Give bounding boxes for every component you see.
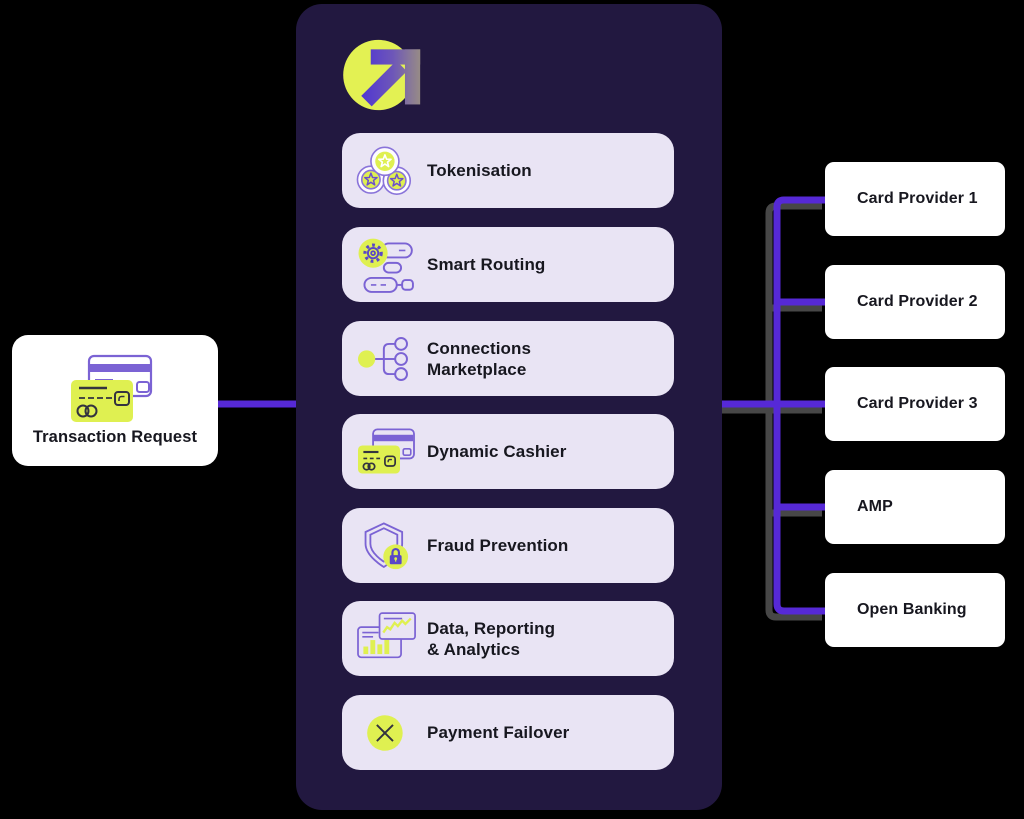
provider-label: Card Provider 3 (857, 395, 978, 412)
feature-card-tokenisation: Tokenisation (342, 133, 674, 208)
transaction-request-label: Transaction Request (32, 428, 198, 446)
provider-card-3: Card Provider 3 (825, 367, 1005, 441)
provider-card-1: Card Provider 1 (825, 162, 1005, 236)
feature-label-line1: Dynamic Cashier (427, 442, 567, 461)
provider-connector-lines (716, 196, 830, 615)
feature-label-line1: Smart Routing (427, 255, 546, 274)
feature-card-fraud-prevention: Fraud Prevention (342, 508, 674, 583)
payment-cards-icon (352, 423, 420, 481)
provider-card-open-banking: Open Banking (825, 573, 1005, 647)
credit-cards-icon (71, 354, 153, 422)
provider-label: Open Banking (857, 601, 967, 618)
token-coins-icon (352, 142, 420, 200)
shield-lock-icon (352, 517, 420, 575)
charts-icon (352, 610, 420, 668)
network-branch-icon (352, 330, 420, 388)
provider-label: AMP (857, 498, 893, 515)
feature-card-data-reporting-analytics: Data, Reporting & Analytics (342, 601, 674, 676)
feature-card-smart-routing: Smart Routing (342, 227, 674, 302)
feature-label-line1: Data, Reporting (427, 618, 556, 638)
feature-label-line2: Marketplace (427, 359, 527, 379)
gear-routing-icon (352, 236, 420, 294)
feature-card-dynamic-cashier: Dynamic Cashier (342, 414, 674, 489)
provider-card-amp: AMP (825, 470, 1005, 544)
feature-card-payment-failover: Payment Failover (342, 695, 674, 770)
provider-label: Card Provider 1 (857, 190, 978, 207)
cross-circle-icon (352, 704, 420, 762)
feature-card-connections-marketplace: Connections Marketplace (342, 321, 674, 396)
feature-label-line2: & Analytics (427, 639, 521, 659)
arrow-up-right-logo (343, 39, 421, 111)
provider-card-2: Card Provider 2 (825, 265, 1005, 339)
feature-label-line1: Connections (427, 338, 532, 358)
provider-label: Card Provider 2 (857, 293, 978, 310)
transaction-request-card: Transaction Request (12, 335, 218, 466)
platform-panel: Tokenisation (296, 4, 722, 810)
feature-label-line1: Fraud Prevention (427, 536, 569, 555)
feature-label-line1: Payment Failover (427, 723, 570, 742)
feature-label-line1: Tokenisation (427, 161, 532, 180)
